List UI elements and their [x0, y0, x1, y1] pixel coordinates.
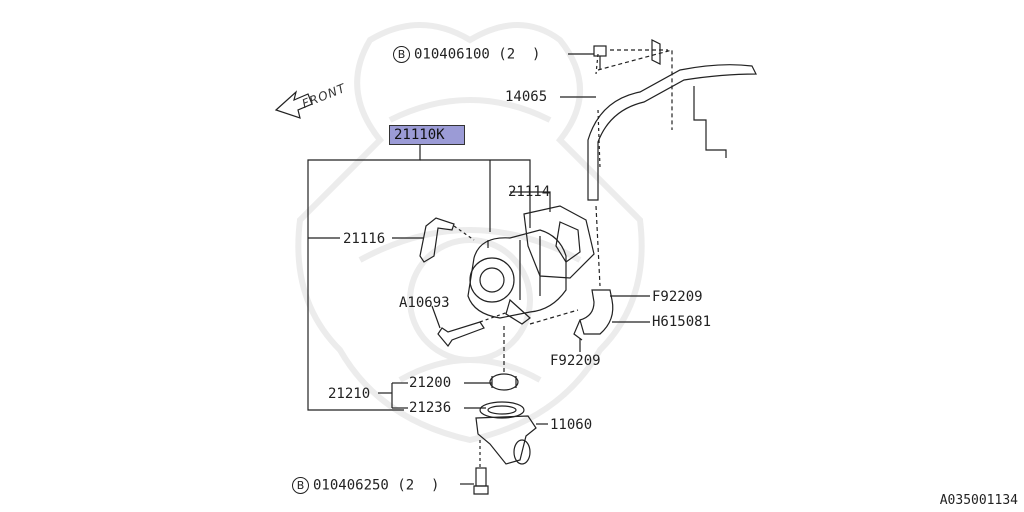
part-21116[interactable]: 21116: [343, 231, 386, 247]
bolt-A10693: [437, 321, 485, 348]
reference-code: A035001134: [939, 493, 1018, 508]
part-21210[interactable]: 21210: [328, 386, 371, 402]
part-21200[interactable]: 21200: [409, 375, 452, 391]
part-A10693[interactable]: A10693: [399, 295, 450, 311]
bolt-bottom-part-number: 010406250 (2 ): [313, 477, 440, 494]
gasket-21114: [523, 205, 595, 279]
bottom-bolt: [475, 467, 487, 487]
part-21236[interactable]: 21236: [409, 400, 452, 416]
part-F92209-bottom[interactable]: F92209: [550, 353, 601, 369]
part-11060[interactable]: 11060: [550, 417, 593, 433]
thermostat-21200: [489, 373, 519, 391]
watermark-emblem: [295, 22, 645, 444]
gasket-21236: [479, 401, 525, 419]
part-14065[interactable]: 14065: [505, 89, 548, 105]
bolt-top-b-badge: B: [393, 46, 410, 63]
hose-H615081: [579, 289, 614, 335]
bracket-21116: [419, 217, 455, 263]
bolt-top-part-number: 010406100 (2 ): [414, 46, 541, 63]
water-pump-body: [467, 229, 567, 325]
front-arrow: [274, 90, 313, 119]
part-H615081[interactable]: H615081: [652, 314, 712, 330]
part-F92209-top[interactable]: F92209: [652, 289, 703, 305]
highlighted-part-21110K[interactable]: 21110K: [389, 125, 465, 145]
part-21114[interactable]: 21114: [508, 184, 551, 200]
pipe-14065: [587, 64, 757, 201]
bolt-bottom-b-badge: B: [292, 477, 309, 494]
thermostat-cover-11060: [475, 415, 537, 465]
